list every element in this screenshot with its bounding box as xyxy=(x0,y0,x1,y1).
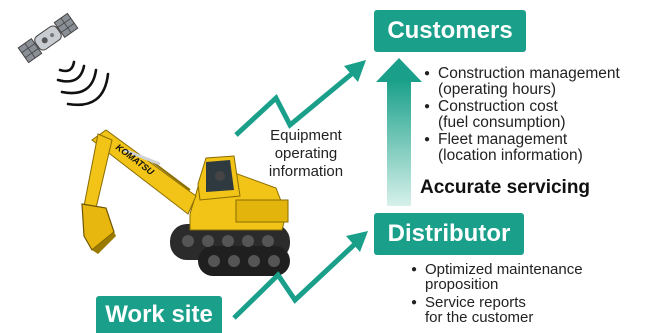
list-item: Construction management (operating hours… xyxy=(424,66,644,98)
distributor-badge: Distributor xyxy=(374,213,524,255)
excavator-image xyxy=(81,129,290,276)
customers-item-2-line1: Construction cost xyxy=(438,98,558,115)
list-item: Construction cost (fuel consumption) xyxy=(424,99,644,131)
customers-item-1-line2: (operating hours) xyxy=(438,81,557,98)
list-item: Optimized maintenance proposition xyxy=(411,262,641,292)
equipment-info-line1: Equipment xyxy=(270,127,342,144)
arrowhead-to-customers-icon xyxy=(344,60,366,82)
distributor-item-1-line1: Optimized maintenance xyxy=(425,261,583,278)
customers-label: Customers xyxy=(387,17,513,44)
work-site-label: Work site xyxy=(105,300,213,328)
equipment-info-line2: operating xyxy=(274,145,338,162)
list-item: Service reports for the customer xyxy=(411,295,641,325)
customers-badge: Customers xyxy=(374,10,526,52)
signal-arrow-to-customers xyxy=(234,70,356,137)
arrowhead-to-distributor-icon xyxy=(346,231,368,252)
distributor-item-2-line1: Service reports xyxy=(425,294,526,311)
signal-arrow-to-distributor xyxy=(232,241,358,320)
customers-item-1-line1: Construction management xyxy=(438,65,620,82)
accurate-servicing-label: Accurate servicing xyxy=(420,177,591,198)
list-item: Fleet management (location information) xyxy=(424,132,644,164)
distributor-label: Distributor xyxy=(387,220,511,247)
equipment-info-text: Equipment operating information xyxy=(252,127,360,181)
customers-item-3-line2: (location information) xyxy=(438,147,583,164)
customers-item-2-line2: (fuel consumption) xyxy=(438,114,566,131)
work-site-badge: Work site xyxy=(96,296,222,333)
distributor-benefits-list: Optimized maintenance proposition Servic… xyxy=(411,262,641,326)
equipment-info-line3: information xyxy=(268,163,344,180)
up-arrow-icon xyxy=(376,58,422,206)
satellite-icon xyxy=(17,12,79,64)
customers-benefits-list: Construction management (operating hours… xyxy=(424,66,644,165)
distributor-item-1-line2: proposition xyxy=(425,276,499,293)
signal-waves-icon xyxy=(56,60,110,107)
customers-item-3-line1: Fleet management xyxy=(438,131,568,148)
distributor-item-2-line2: for the customer xyxy=(425,309,534,326)
